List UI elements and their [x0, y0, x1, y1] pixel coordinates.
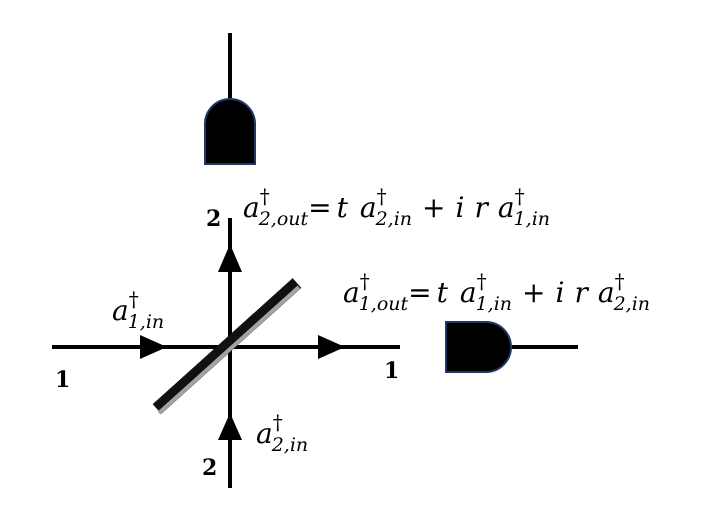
detector-top	[204, 33, 256, 165]
arrow-output-2	[218, 244, 242, 272]
port-label-output-1: 1	[384, 358, 399, 384]
svg-text:a†1,out=ta†1,in+ira†2,in: a†1,out=ta†1,in+ira†2,in	[343, 269, 650, 315]
input-operator-2: a†2,in	[256, 410, 308, 456]
arrow-input-2	[218, 413, 242, 440]
input-operator-1: a†1,in	[112, 287, 164, 333]
arrow-input-1	[140, 335, 167, 359]
port-label-input-2: 2	[202, 455, 217, 481]
port-label-input-1: 1	[55, 367, 70, 393]
detector-right	[445, 321, 578, 373]
svg-text:a†2,out=ta†2,in+ira†1,in: a†2,out=ta†2,in+ira†1,in	[243, 184, 550, 230]
port-label-output-2: 2	[206, 206, 221, 232]
svg-text:a†2,in: a†2,in	[256, 410, 308, 456]
beam-splitter	[152, 278, 302, 415]
dagger-symbol: †	[129, 287, 139, 311]
arrow-output-1	[318, 335, 345, 359]
svg-text:a†1,in: a†1,in	[112, 287, 164, 333]
dagger-symbol: †	[273, 410, 283, 434]
